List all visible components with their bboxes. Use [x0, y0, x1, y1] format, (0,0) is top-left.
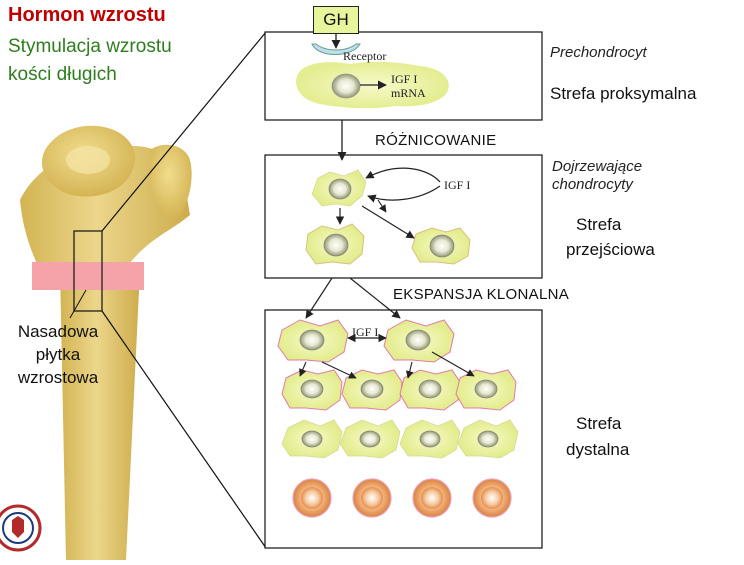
distal-row4-cell-1: [292, 478, 332, 518]
igf-label-transition: IGF I: [444, 178, 471, 192]
panel-transition: [264, 154, 543, 279]
clonal-arrow-left: [305, 277, 333, 319]
growth-plate-label-line1: Nasadowa: [17, 322, 99, 341]
growth-plate-label-line3: wzrostowa: [17, 368, 99, 387]
distal-row3-cell-3: [399, 419, 461, 459]
zone-distal-label-line1: Strefa: [576, 414, 622, 433]
distal-row3-cell-2: [339, 419, 401, 459]
greater-trochanter: [150, 144, 192, 219]
clonal-arrow-right: [349, 277, 401, 319]
zone-distal-label-line2: dystalna: [566, 440, 630, 459]
zone-proximal-label: Strefa proksymalna: [550, 84, 697, 103]
arrow-r1r-to-r2c3: [405, 361, 414, 379]
arrow-r1r-to-r2c4: [431, 351, 475, 377]
igf-autocrine-loop: [365, 167, 441, 183]
growth-plate-pointer: [69, 289, 87, 319]
subtitle-line-2: kości długich: [8, 64, 117, 85]
prechondrocyte-label: Prechondrocyt: [550, 44, 647, 61]
receptor-shape: [311, 43, 361, 55]
leader-line-top: [101, 31, 267, 232]
page-title: Hormon wzrostu: [8, 4, 166, 26]
igf-label-distal: IGF I: [352, 325, 379, 339]
igf-mrna-label-line2: mRNA: [391, 86, 426, 100]
distal-row4-cell-3: [412, 478, 452, 518]
zone-transition-label-line1: Strefa: [576, 215, 622, 234]
growth-plate-band: [32, 262, 144, 290]
igf-small-arrow: [377, 199, 387, 213]
arrow-to-right-cell: [361, 205, 415, 239]
igf-loop-return: [367, 185, 441, 203]
igf-mrna-label-line1: IGF I: [391, 72, 418, 86]
distal-row2-cell-2: [341, 369, 403, 411]
distal-row3-cell-4: [457, 419, 519, 459]
distal-row2-cell-1: [281, 369, 343, 411]
maturing-chondrocytes-label-line1: Dojrzewające: [552, 158, 643, 175]
maturing-cell-top: [311, 169, 367, 207]
arrow-r1l-to-r2c1: [299, 361, 307, 377]
arrow-r1l-to-r2c2: [321, 361, 357, 379]
zone-transition-label-line2: przejściowa: [566, 240, 655, 259]
femur-illustration: [20, 125, 192, 560]
growth-plate-label: Nasadowa płytka wzrostowa: [6, 320, 110, 389]
distal-row3-cell-1: [281, 419, 343, 459]
gh-hormone-box: GH: [313, 6, 359, 34]
maturing-cell-left: [305, 223, 365, 265]
distal-row4-cell-2: [352, 478, 392, 518]
distal-row1-cell-right: [383, 319, 455, 363]
subtitle-line-1: Stymulacja wzrostu: [8, 36, 172, 57]
growth-plate-label-line2: płytka: [35, 345, 81, 364]
distal-row1-cell-left: [277, 319, 349, 363]
distal-row2-cell-3: [399, 369, 461, 411]
leader-line-bottom: [101, 310, 267, 549]
bone-inset-box: [73, 230, 103, 312]
maturing-chondrocytes-label-line2: chondrocyty: [552, 176, 633, 193]
head-highlight: [66, 146, 110, 174]
bone-shaft: [60, 270, 140, 560]
receptor-label: Receptor: [343, 49, 387, 63]
distal-row4-cell-4: [472, 478, 512, 518]
distal-row2-cell-4: [455, 369, 517, 411]
differentiation-label: RÓŻNICOWANIE: [375, 132, 497, 149]
maturing-cell-right: [411, 227, 471, 265]
clonal-expansion-label: EKSPANSJA KLONALNA: [393, 286, 570, 303]
university-seal-icon: [0, 504, 42, 552]
